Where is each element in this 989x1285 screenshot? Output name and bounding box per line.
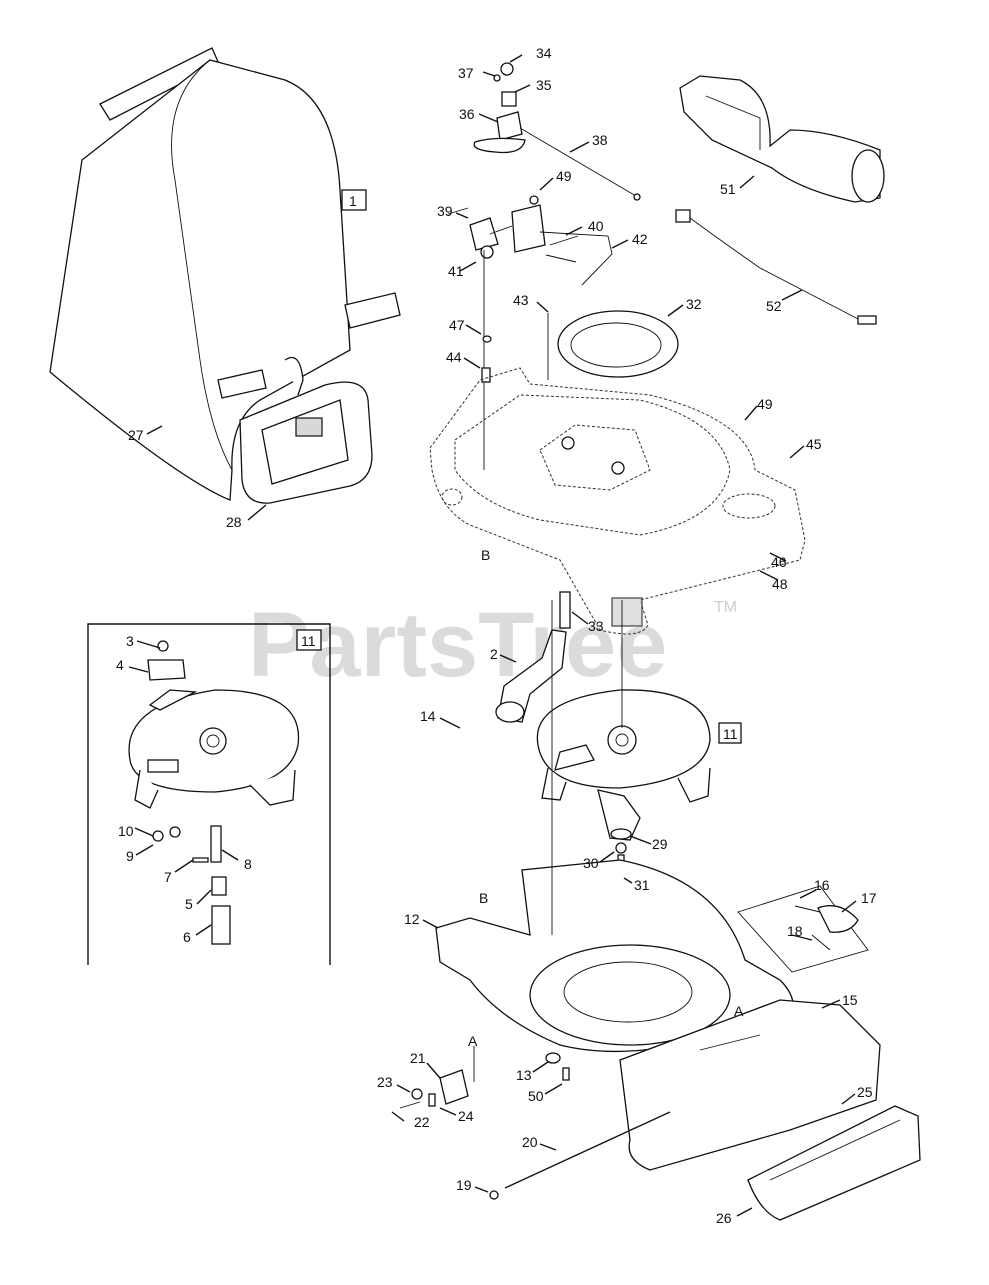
- inset-impeller-part[interactable]: [128, 640, 300, 945]
- callout-43: 43: [513, 292, 529, 308]
- callout-4: 4: [116, 657, 124, 673]
- callout-36: 36: [459, 106, 475, 122]
- callout-28: 28: [226, 514, 242, 530]
- reference-box-impeller: [718, 722, 742, 744]
- cable-part[interactable]: [675, 209, 877, 325]
- callout-8: 8: [244, 856, 252, 872]
- callout-50: 50: [528, 1088, 544, 1104]
- callout-23: 23: [377, 1074, 393, 1090]
- chute-base-part[interactable]: [619, 999, 881, 1171]
- callout-9: 9: [126, 848, 134, 864]
- watermark-trademark: TM: [714, 599, 737, 616]
- callout-37: 37: [458, 65, 474, 81]
- callout-15: 15: [842, 992, 858, 1008]
- callout-13: 13: [516, 1067, 532, 1083]
- link-arm-part[interactable]: [495, 591, 571, 723]
- hopper-part[interactable]: [49, 47, 401, 501]
- callout-12: 12: [404, 911, 420, 927]
- callout-2: 2: [490, 646, 498, 662]
- rod-part[interactable]: [489, 1052, 671, 1200]
- callout-A-left: A: [468, 1033, 478, 1049]
- deflector-inset-part[interactable]: [737, 885, 869, 973]
- callout-33: 33: [588, 618, 604, 634]
- deflector-part[interactable]: [747, 1105, 921, 1221]
- reference-box-1: [341, 189, 367, 211]
- callout-48: 48: [772, 576, 788, 592]
- callout-5: 5: [185, 896, 193, 912]
- callout-35: 35: [536, 77, 552, 93]
- reference-box-inset: [296, 629, 322, 651]
- callout-31: 31: [634, 877, 650, 893]
- latch-part[interactable]: [399, 1046, 475, 1109]
- callout-41: 41: [448, 263, 464, 279]
- callout-46: 46: [771, 554, 787, 570]
- impeller-part[interactable]: [536, 600, 711, 841]
- chute-opening-part[interactable]: [239, 381, 373, 504]
- callout-3: 3: [126, 633, 134, 649]
- callout-25: 25: [857, 1084, 873, 1100]
- callout-34: 34: [536, 45, 552, 61]
- callout-26: 26: [716, 1210, 732, 1226]
- callout-16: 16: [814, 877, 830, 893]
- callout-B-lower: B: [479, 890, 488, 906]
- callout-52: 52: [766, 298, 782, 314]
- callout-39: 39: [437, 203, 453, 219]
- callout-14: 14: [420, 708, 436, 724]
- reference-box-1-label: 1: [349, 193, 357, 209]
- callout-51: 51: [720, 181, 736, 197]
- callout-10: 10: [118, 823, 134, 839]
- discharge-chute-part[interactable]: [679, 75, 885, 203]
- callout-A-right: A: [734, 1003, 744, 1019]
- callout-27: 27: [128, 427, 144, 443]
- callout-17: 17: [861, 890, 877, 906]
- flow-control-assembly-part[interactable]: [447, 62, 641, 470]
- blower-housing-part[interactable]: [429, 367, 806, 635]
- callout-B-upper: B: [481, 547, 490, 563]
- callout-22: 22: [414, 1114, 430, 1130]
- reference-box-impeller-label: 11: [723, 726, 738, 742]
- callout-42: 42: [632, 231, 648, 247]
- callout-47: 47: [449, 317, 465, 333]
- callout-19: 19: [456, 1177, 472, 1193]
- callout-29: 29: [652, 836, 668, 852]
- callout-21: 21: [410, 1050, 426, 1066]
- callout-6: 6: [183, 929, 191, 945]
- callout-32: 32: [686, 296, 702, 312]
- callout-44: 44: [446, 349, 462, 365]
- callout-18: 18: [787, 923, 803, 939]
- callout-7: 7: [164, 869, 172, 885]
- leader-lines: [128, 54, 857, 1217]
- callout-40: 40: [588, 218, 604, 234]
- reference-box-inset-label: 11: [301, 633, 316, 649]
- inset-frame: [87, 623, 331, 965]
- callout-45: 45: [806, 436, 822, 452]
- base-housing-part[interactable]: [435, 600, 794, 1053]
- callout-49: 49: [556, 168, 572, 184]
- callout-24: 24: [458, 1108, 474, 1124]
- callout-38: 38: [592, 132, 608, 148]
- callout-20: 20: [522, 1134, 538, 1150]
- callout-30: 30: [583, 855, 599, 871]
- callout-49b: 49: [757, 396, 773, 412]
- inlet-ring-part[interactable]: [557, 310, 679, 378]
